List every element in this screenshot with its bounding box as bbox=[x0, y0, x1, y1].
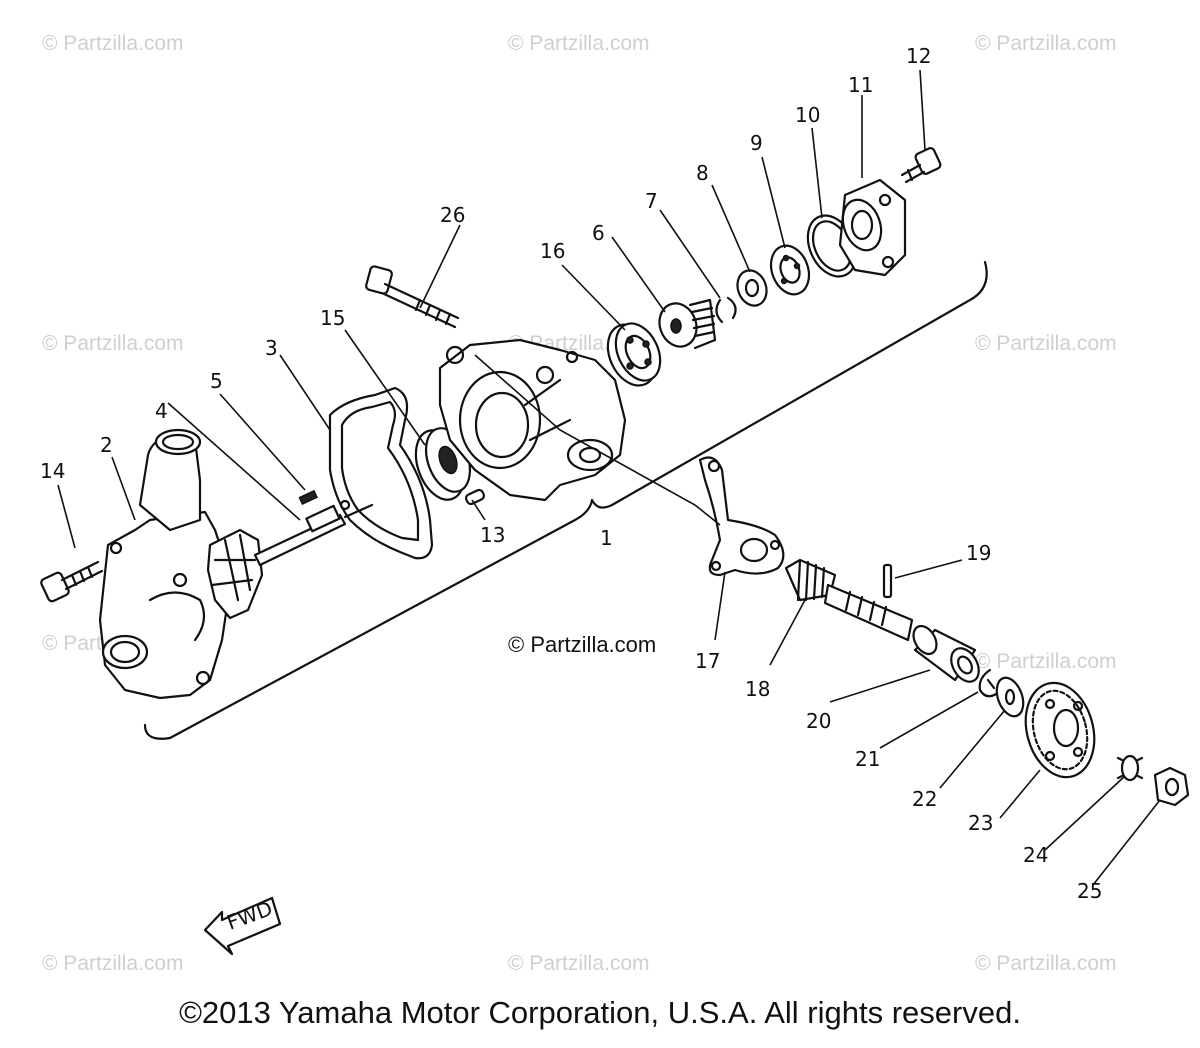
part-number-2: 2 bbox=[100, 433, 113, 457]
part-20-collar bbox=[912, 624, 980, 683]
watermark: © Partzilla.com bbox=[42, 32, 184, 55]
watermark: © Partzilla.com bbox=[508, 952, 650, 975]
watermark: © Partzilla.com bbox=[975, 952, 1117, 975]
watermark: © Partzilla.com bbox=[975, 650, 1117, 673]
watermark: © Partzilla.com bbox=[42, 952, 184, 975]
watermark: © Partzilla.com bbox=[975, 332, 1117, 355]
part-number-15: 15 bbox=[320, 306, 345, 330]
part-18-drive-shaft bbox=[784, 558, 914, 642]
part-number-16: 16 bbox=[540, 239, 565, 263]
leader-lines bbox=[57, 69, 1161, 886]
watermark: © Partzilla.com bbox=[508, 32, 650, 55]
part-16-bearing bbox=[606, 322, 662, 387]
part-23-gear bbox=[1024, 681, 1096, 779]
part-number-22: 22 bbox=[912, 787, 937, 811]
part-25-nut bbox=[1153, 766, 1190, 807]
part-14-bolt bbox=[40, 560, 104, 603]
part-number-25: 25 bbox=[1077, 879, 1102, 903]
part-4-impeller bbox=[206, 503, 374, 620]
pump-housing bbox=[438, 338, 627, 502]
part-11-cover bbox=[838, 178, 907, 277]
part-number-26: 26 bbox=[440, 203, 465, 227]
part-3-gasket bbox=[328, 386, 434, 560]
part-number-20: 20 bbox=[806, 709, 831, 733]
watermark-center: © Partzilla.com bbox=[508, 632, 656, 657]
part-7-circlip bbox=[715, 296, 737, 324]
part-21-clip bbox=[978, 668, 998, 698]
watermark: © Partzilla.com bbox=[975, 32, 1117, 55]
part-12-bolt bbox=[900, 147, 942, 184]
part-number-9: 9 bbox=[750, 131, 763, 155]
part-number-4: 4 bbox=[155, 399, 168, 423]
part-17-plate bbox=[698, 456, 785, 577]
part-number-21: 21 bbox=[855, 747, 880, 771]
part-13-dowel bbox=[464, 488, 486, 506]
part-6-gear bbox=[658, 298, 717, 350]
part-number-7: 7 bbox=[645, 189, 658, 213]
part-number-labels: 1 2 3 4 5 6 7 8 9 10 11 12 13 14 15 16 1… bbox=[40, 44, 1102, 903]
part-number-12: 12 bbox=[906, 44, 931, 68]
part-number-3: 3 bbox=[265, 336, 278, 360]
part-number-11: 11 bbox=[848, 73, 873, 97]
part-number-19: 19 bbox=[966, 541, 991, 565]
part-24-lock-washer bbox=[1116, 754, 1144, 782]
assembly-bracket bbox=[143, 260, 988, 740]
part-number-10: 10 bbox=[795, 103, 820, 127]
watermarks: © Partzilla.com © Partzilla.com © Partzi… bbox=[42, 32, 1117, 975]
part-number-6: 6 bbox=[592, 221, 605, 245]
part-9-bearing bbox=[769, 244, 811, 296]
fwd-arrow-icon: FWD bbox=[203, 896, 282, 956]
part-19-pin bbox=[882, 563, 893, 599]
part-2-pump-cover bbox=[98, 428, 230, 700]
part-number-17: 17 bbox=[695, 649, 720, 673]
part-3-gasket-hole bbox=[339, 499, 351, 511]
part-22-washer bbox=[995, 676, 1025, 718]
part-number-24: 24 bbox=[1023, 843, 1048, 867]
part-number-18: 18 bbox=[745, 677, 770, 701]
part-number-14: 14 bbox=[40, 459, 65, 483]
copyright-notice: ©2013 Yamaha Motor Corporation, U.S.A. A… bbox=[179, 995, 1021, 1030]
part-number-8: 8 bbox=[696, 161, 709, 185]
part-number-5: 5 bbox=[210, 369, 223, 393]
part-number-13: 13 bbox=[480, 523, 505, 547]
part-26-bolt bbox=[365, 265, 460, 329]
part-number-1: 1 bbox=[600, 526, 613, 550]
part-number-23: 23 bbox=[968, 811, 993, 835]
watermark: © Partzilla.com bbox=[42, 332, 184, 355]
part-5-pin bbox=[298, 489, 318, 506]
part-8-washer bbox=[736, 269, 768, 307]
